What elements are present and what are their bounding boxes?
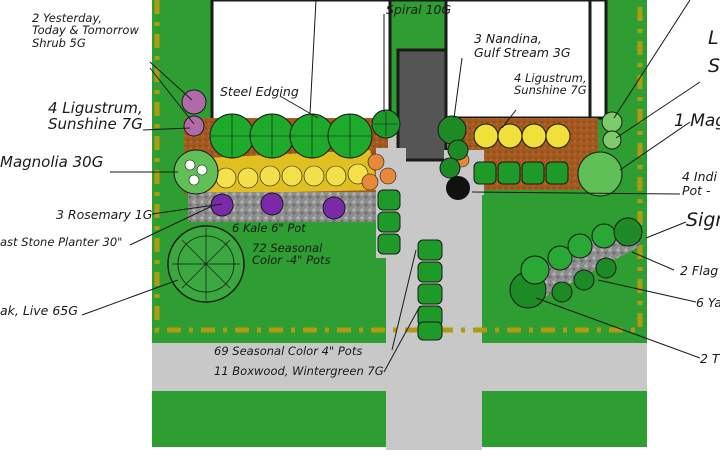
label-lig-left-line2: Sunshine 7G [48, 115, 143, 134]
ligustrum-row-left [209, 113, 373, 159]
label-right-indi-line1: 4 Indi [682, 169, 717, 184]
label-lig-left-line1: 4 Ligustrum, [48, 99, 143, 117]
house-footprint-left [210, 0, 392, 122]
label-oak: ak, Live 65G [0, 303, 78, 318]
boxwood-row-right [473, 161, 569, 185]
porch-column [396, 48, 448, 162]
label-boxwood: 11 Boxwood, Wintergreen 7G [214, 364, 384, 378]
label-seasonal-69: 69 Seasonal Color 4" Pots [214, 344, 363, 358]
parkway-lawn-right [482, 391, 647, 447]
label-right-indi-line2: Pot - [682, 182, 711, 198]
label-right-s: S [708, 55, 720, 77]
label-yesterday-today-tomorrow: 2 Yesterday, Today & Tomorrow Shrub 5G [32, 11, 139, 50]
label-seasonal-72: 72 Seasonal Color -4" Pots [252, 242, 331, 267]
seasonal-color-flowers [215, 163, 369, 189]
magnolia-right [577, 111, 623, 197]
label-right-indi: 4 Indi Pot - [682, 170, 717, 197]
label-yesterday-line3: Shrub 5G [32, 35, 86, 50]
label-kale: 6 Kale 6" Pot [232, 221, 306, 235]
planter-pot [446, 176, 470, 200]
label-right-sign: Sign [686, 209, 720, 231]
label-seasonal72-line2: Color -4" Pots [252, 253, 331, 268]
label-right-flag: 2 Flag [680, 263, 719, 278]
label-right-ya: 6 Ya [696, 295, 720, 310]
property-line [154, 0, 643, 333]
magnolia-left [173, 149, 219, 195]
label-right-l: L [708, 27, 719, 49]
label-nandina: 3 Nandina, Gulf Stream 3G [474, 32, 571, 59]
label-right-magnolia: 1 Mag [674, 111, 720, 131]
kale-pots [210, 192, 346, 220]
label-lig-right-line2: Sunshine 7G [514, 83, 587, 98]
label-magnolia-left: Magnolia 30G [0, 153, 104, 171]
nandina-shrubs [437, 115, 469, 179]
spiral-topiary [371, 109, 401, 139]
leader-lines [81, 0, 701, 373]
yesterday-today-tomorrow-shrubs [181, 89, 207, 137]
label-right-2t: 2 T [700, 351, 720, 366]
label-nandina-line2: Gulf Stream 3G [474, 44, 571, 60]
label-rosemary: 3 Rosemary 1G [56, 207, 153, 222]
label-lig-right-line1: 4 Ligustrum, [514, 71, 587, 85]
label-spiral: Spiral 10G [386, 2, 452, 17]
label-steel-edging: Steel Edging [220, 84, 299, 99]
label-ligustrum-right: 4 Ligustrum, Sunshine 7G [514, 72, 587, 97]
label-ligustrum-left: 4 Ligustrum, Sunshine 7G [48, 99, 143, 134]
boxwood-row-walkway [417, 239, 443, 341]
label-yesterday-line1: 2 Yesterday, [32, 11, 103, 25]
label-seasonal72-line1: 72 Seasonal [252, 241, 323, 255]
label-nandina-line1: 3 Nandina, [474, 31, 542, 46]
house-wing [588, 0, 608, 120]
label-cast-stone-planter: ast Stone Planter 30" [0, 235, 123, 249]
label-yesterday-line2: Today & Tomorrow [32, 23, 139, 38]
oak-tree [167, 225, 245, 303]
sign-bed [509, 217, 643, 309]
parkway-lawn-left [152, 391, 386, 447]
ligustrum-row-right [473, 123, 571, 149]
boxwood-walk-left [377, 189, 401, 255]
